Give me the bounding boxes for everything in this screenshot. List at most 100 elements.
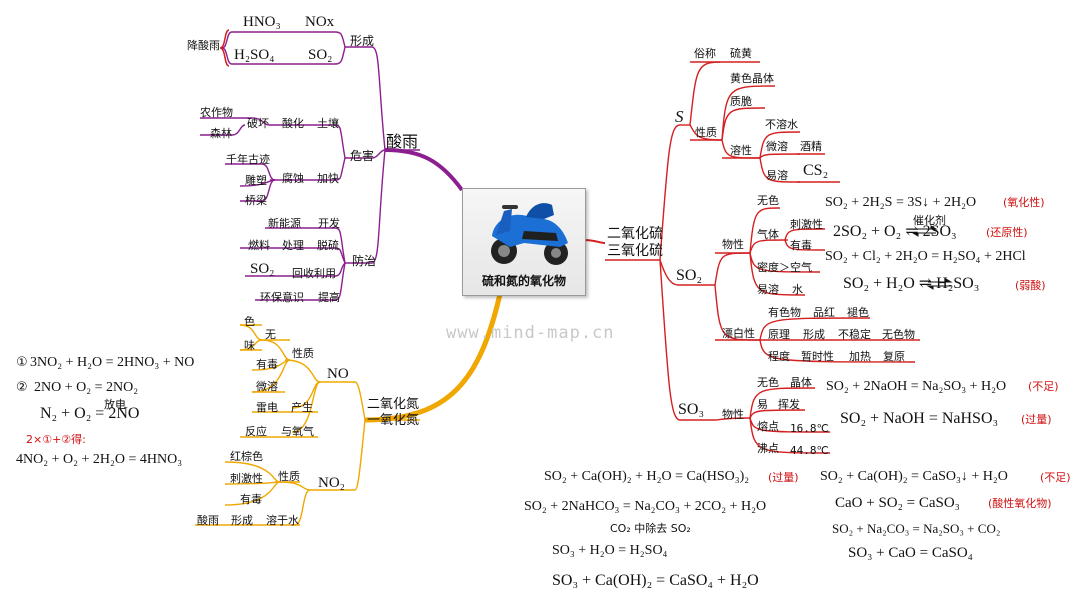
- speedup-node[interactable]: 加快: [317, 172, 339, 185]
- so3-boiling-node[interactable]: 沸点: [757, 442, 779, 455]
- h2so4-node[interactable]: H₂SO₄: [234, 47, 275, 63]
- no-taste-node[interactable]: 味: [244, 339, 255, 352]
- no-with-o2-node[interactable]: 与氧气: [281, 425, 314, 438]
- so2-fade-node[interactable]: 褪色: [847, 306, 869, 319]
- no2-pungent-node[interactable]: 刺激性: [230, 472, 263, 485]
- develop-node[interactable]: 开发: [318, 217, 340, 230]
- so2-heat-node[interactable]: 加热: [849, 350, 871, 363]
- so2-recycle-node[interactable]: SO₂: [250, 261, 275, 277]
- no2-form-node[interactable]: 形成: [231, 514, 253, 527]
- s-alcohol-node[interactable]: 酒精: [800, 140, 822, 153]
- central-topic[interactable]: 硫和氮的氧化物: [462, 188, 586, 296]
- acid-rain-node[interactable]: 酸雨: [386, 132, 419, 151]
- no2-toxic-node[interactable]: 有毒: [240, 493, 262, 506]
- nox-node[interactable]: NOx: [305, 14, 335, 30]
- so3-easy-node[interactable]: 易: [757, 398, 768, 411]
- new-energy-node[interactable]: 新能源: [268, 217, 301, 230]
- soil-node[interactable]: 土壤: [317, 117, 339, 130]
- no-none-node[interactable]: 无: [265, 328, 276, 341]
- so2-node-main[interactable]: SO₂: [676, 267, 703, 284]
- so2-temporary-node[interactable]: 暂时性: [801, 350, 834, 363]
- relics-node[interactable]: 千年古迹: [226, 153, 270, 166]
- desulfur-node[interactable]: 脱硫: [317, 239, 339, 252]
- improve-node[interactable]: 提高: [318, 291, 340, 304]
- so2-pungent-node[interactable]: 刺激性: [790, 218, 823, 231]
- no-props-node[interactable]: 性质: [292, 347, 314, 360]
- s-soluble-node[interactable]: 易溶: [766, 169, 788, 182]
- no-toxic-node[interactable]: 有毒: [256, 358, 278, 371]
- hno3-node[interactable]: HNO₃: [243, 14, 281, 30]
- corrode-node[interactable]: 腐蚀: [282, 172, 304, 185]
- so3-eq-naoh-excess: SO₂ + NaOH = NaHSO₃: [840, 410, 999, 427]
- statue-node[interactable]: 雕塑: [245, 174, 267, 187]
- no-lightning-node[interactable]: 雷电: [256, 401, 278, 414]
- no2-main-label[interactable]: 二氧化氮: [367, 397, 420, 412]
- so2-node[interactable]: SO₂: [308, 47, 333, 63]
- so2-form-node[interactable]: 形成: [803, 328, 825, 341]
- s-brittle-node[interactable]: 质脆: [730, 95, 752, 108]
- so2-density-node[interactable]: 密度＞空气: [757, 261, 812, 274]
- fuel-node[interactable]: 燃料: [248, 239, 270, 252]
- so3-main-label[interactable]: 三氧化硫: [607, 243, 663, 259]
- forest-node[interactable]: 森林: [210, 127, 232, 140]
- harm-node[interactable]: 危害: [350, 149, 375, 163]
- s-slightly-node[interactable]: 微溶: [766, 140, 788, 153]
- no-main-label[interactable]: 一氧化氮: [367, 413, 420, 428]
- s-yellow-node[interactable]: 黄色晶体: [730, 72, 774, 85]
- so2-soluble-node[interactable]: 易溶: [757, 283, 779, 296]
- destroy-node[interactable]: 破坏: [247, 117, 269, 130]
- s-props-node[interactable]: 性质: [695, 126, 717, 139]
- so2-principle-node[interactable]: 原理: [768, 328, 790, 341]
- acid-rain-fall-node[interactable]: 降酸雨: [187, 39, 220, 52]
- no-slightly-node[interactable]: 微溶: [256, 380, 278, 393]
- no-react-node[interactable]: 反应: [245, 425, 267, 438]
- so3-melting-node[interactable]: 熔点: [757, 420, 779, 433]
- s-solubility-node[interactable]: 溶性: [730, 144, 752, 157]
- no-color-node[interactable]: 色: [244, 315, 255, 328]
- so2-unstable-node[interactable]: 不稳定: [838, 328, 871, 341]
- so2-degree-node[interactable]: 程度: [768, 350, 790, 363]
- so2-main-label[interactable]: 二氧化硫: [607, 226, 663, 242]
- no2-node[interactable]: NO₂: [318, 475, 345, 491]
- recycle-node[interactable]: 回收利用: [292, 267, 336, 280]
- so3-crystal-node[interactable]: 晶体: [790, 376, 812, 389]
- so2-colored-node[interactable]: 有色物: [768, 306, 801, 319]
- so2-colorless-node[interactable]: 无色: [757, 194, 779, 207]
- so3-eq-naoh-limited: SO₂ + 2NaOH = Na₂SO₃ + H₂O: [826, 379, 1007, 394]
- so2-colorless-product-node[interactable]: 无色物: [882, 328, 915, 341]
- s-common-node[interactable]: 俗称: [694, 47, 716, 60]
- so2-eq-water-note: (弱酸): [1015, 279, 1046, 292]
- so2-eq-reducing: 2SO₂ + O₂ ⇌ 2SO₃: [833, 223, 957, 240]
- acid-rain-forms-node[interactable]: 形成: [350, 34, 375, 48]
- s-sulfur-node[interactable]: 硫黄: [730, 47, 752, 60]
- sulfur-tree: [605, 61, 920, 454]
- so2-eq-chlorine: SO₂ + Cl₂ + 2H₂O = H₂SO₄ + 2HCl: [825, 249, 1026, 264]
- no2-acid-rain-node[interactable]: 酸雨: [197, 514, 219, 527]
- so3-volatile-node[interactable]: 挥发: [778, 398, 800, 411]
- so2-restore-node[interactable]: 复原: [883, 350, 905, 363]
- no2-props-node[interactable]: 性质: [278, 470, 300, 483]
- env-awareness-node[interactable]: 环保意识: [260, 291, 304, 304]
- so2-physical-node[interactable]: 物性: [722, 238, 744, 251]
- so2-eq-oxidizing: SO₂ + 2H₂S = 3S↓ + 2H₂O: [825, 195, 977, 210]
- so3-node-main[interactable]: SO₃: [678, 401, 705, 418]
- so2-water-node[interactable]: 水: [792, 283, 803, 296]
- no-produce-node[interactable]: 产生: [291, 401, 313, 414]
- cs2-node[interactable]: CS₂: [803, 162, 829, 179]
- so2-bleach-node[interactable]: 漂白性: [722, 327, 755, 340]
- bridge-node[interactable]: 桥梁: [245, 194, 267, 207]
- crops-node[interactable]: 农作物: [200, 106, 233, 119]
- s-node[interactable]: S: [675, 107, 684, 126]
- so3-physical-node[interactable]: 物性: [722, 408, 744, 421]
- no2-red-brown-node[interactable]: 红棕色: [230, 450, 263, 463]
- so3-colorless-node[interactable]: 无色: [757, 376, 779, 389]
- s-insoluble-node[interactable]: 不溶水: [765, 118, 798, 131]
- no2-dissolve-node[interactable]: 溶于水: [266, 514, 299, 527]
- so2-magenta-node[interactable]: 品红: [813, 306, 835, 319]
- so2-gas-node[interactable]: 气体: [757, 228, 779, 241]
- acidify-node[interactable]: 酸化: [282, 117, 304, 130]
- process-node[interactable]: 处理: [282, 239, 304, 252]
- prevent-node[interactable]: 防治: [352, 254, 377, 268]
- no-node[interactable]: NO: [327, 366, 349, 382]
- so2-toxic-node[interactable]: 有毒: [790, 239, 812, 252]
